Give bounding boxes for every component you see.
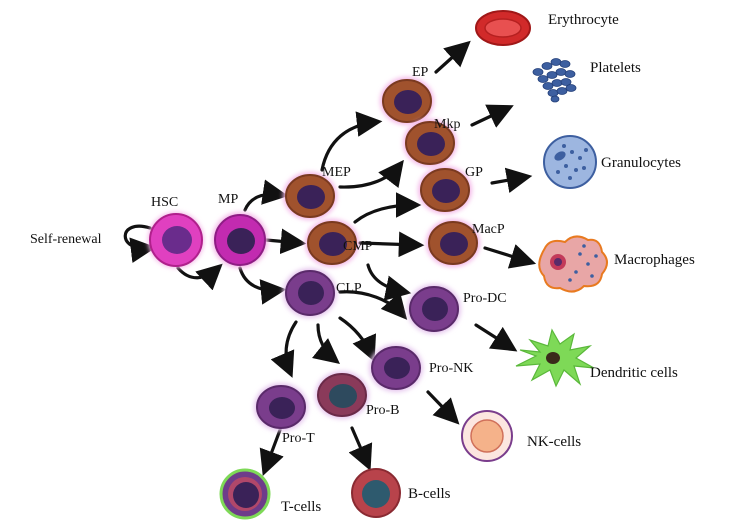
cell-clp (283, 268, 337, 318)
arrow-mep-ep (320, 111, 383, 172)
arrow-pronk-nk (426, 390, 460, 425)
label-granulocytes: Granulocytes (601, 155, 681, 171)
cell-pro-b (315, 371, 369, 419)
granulocyte-icon (543, 135, 597, 189)
label-pro-nk: Pro-NK (429, 361, 473, 376)
arrow-prot-tcells (259, 428, 284, 476)
label-pro-dc: Pro-DC (463, 291, 507, 306)
cell-mkp (403, 119, 457, 167)
arrow-macp-macrophages (483, 244, 537, 269)
label-pro-b: Pro-B (366, 403, 399, 418)
arrow-clp-prodc (338, 290, 408, 320)
label-macrophages: Macrophages (614, 252, 695, 268)
arrow-prodc-dendritic (474, 323, 518, 352)
label-clp: CLP (336, 281, 362, 296)
labels: HSC Self-renewal MP MEP EP Mkp GP CMP Ma… (30, 12, 695, 515)
macrophage-icon (538, 235, 608, 293)
label-mp: MP (218, 192, 238, 207)
cell-mep (283, 172, 337, 220)
arrow-clp-pronk (338, 316, 377, 362)
label-ep: EP (412, 65, 429, 80)
b-cell-icon (351, 468, 401, 518)
label-t: T-cells (281, 499, 321, 515)
label-cmp: CMP (343, 239, 373, 254)
cell-gp (418, 166, 472, 214)
arrow-mkp-platelets (470, 104, 514, 128)
label-hsc: HSC (151, 195, 178, 210)
cell-cmp (305, 219, 359, 267)
arrow-clp-prob (312, 323, 340, 364)
arrow-mp-mep (243, 179, 289, 212)
label-erythrocyte: Erythrocyte (548, 12, 619, 28)
label-b: B-cells (408, 486, 451, 502)
t-cell-icon (219, 468, 271, 520)
erythrocyte-icon (475, 10, 531, 46)
label-nk: NK-cells (527, 434, 581, 450)
cell-macp (426, 219, 480, 267)
label-pro-t: Pro-T (282, 431, 315, 446)
platelets-icon (532, 58, 577, 103)
label-dendritic: Dendritic cells (590, 365, 678, 381)
cell-ep (380, 77, 434, 125)
label-platelets: Platelets (590, 60, 641, 76)
arrow-cmp-macp (358, 231, 425, 258)
arrow-prob-bcells (348, 426, 373, 471)
arrows (123, 40, 537, 476)
arrow-cmp-gp (353, 192, 422, 224)
cell-pro-dc (407, 284, 461, 334)
nk-cell-icon (461, 410, 513, 462)
arrow-ep-erythrocyte (434, 40, 471, 74)
arrow-gp-granulocytes (490, 167, 533, 193)
arrow-mp-cmp (264, 228, 307, 255)
cell-pro-t (254, 383, 308, 431)
label-gp: GP (465, 165, 483, 180)
arrow-mep-mkp (338, 159, 404, 189)
arrow-clp-prot (270, 320, 298, 378)
arrow-cmp-prodc (366, 263, 412, 301)
label-mkp: Mkp (434, 117, 460, 132)
arrow-mp-clp (238, 266, 287, 305)
arrow-hsc-mp (176, 263, 223, 291)
cell-mp (212, 212, 268, 268)
dendritic-cell-icon (515, 328, 595, 388)
label-macp: MacP (472, 222, 505, 237)
cell-pro-nk (369, 344, 423, 392)
cell-hsc (148, 212, 204, 268)
label-mep: MEP (322, 165, 351, 180)
self-renewal-arrow (123, 224, 157, 263)
label-self-renewal: Self-renewal (30, 232, 102, 247)
